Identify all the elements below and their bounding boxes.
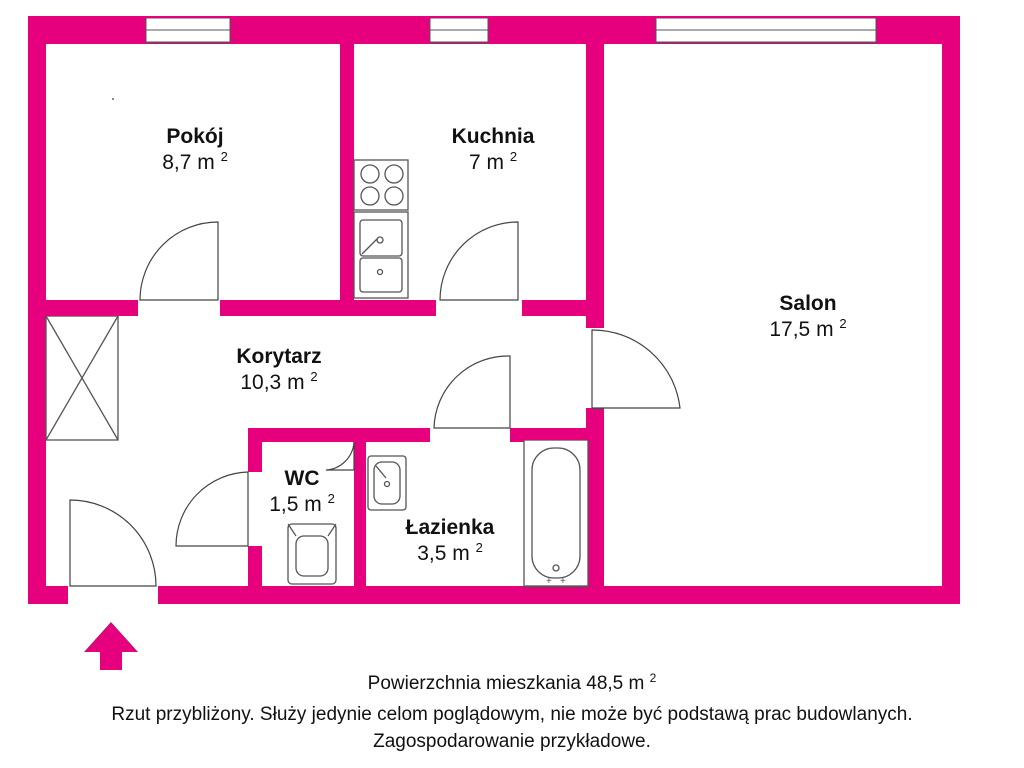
room-area: 8,7 m 2 <box>162 148 228 174</box>
room-label-salon: Salon 17,5 m 2 <box>738 291 878 342</box>
room-name: Kuchnia <box>451 125 535 148</box>
room-name: Pokój <box>166 125 224 148</box>
total-area-text: Powierzchnia mieszkania 48,5 m <box>367 673 645 694</box>
doors <box>69 221 681 587</box>
svg-text:+: + <box>560 576 566 587</box>
stove-icon <box>353 159 409 211</box>
total-area-exp: 2 <box>649 671 657 685</box>
svg-text:+: + <box>546 576 552 587</box>
windows <box>145 17 877 43</box>
room-label-lazienka: Łazienka 3,5 m 2 <box>384 515 516 566</box>
floor-plan-drawing: + + <box>28 16 960 604</box>
entrance-arrow-icon <box>84 622 138 670</box>
toilet-icon <box>287 523 337 585</box>
room-area: 10,3 m 2 <box>240 368 318 394</box>
floor-plan: + + <box>28 16 960 604</box>
room-name: Korytarz <box>236 345 322 368</box>
room-area: 7 m 2 <box>468 148 518 174</box>
room-label-korytarz: Korytarz 10,3 m 2 <box>206 344 352 395</box>
disclaimer-text: Rzut przybliżony. Służy jedynie celom po… <box>111 704 913 725</box>
room-label-kuchnia: Kuchnia 7 m 2 <box>420 124 566 175</box>
marker-dot <box>112 98 114 100</box>
room-label-pokoj: Pokój 8,7 m 2 <box>130 124 260 175</box>
note-text: Zagospodarowanie przykładowe. <box>373 731 651 752</box>
room-name: Łazienka <box>405 516 495 539</box>
room-name: WC <box>284 467 320 490</box>
bathtub-icon: + + <box>523 439 589 587</box>
room-area: 1,5 m 2 <box>269 490 335 516</box>
room-label-wc: WC 1,5 m 2 <box>252 466 352 517</box>
room-area: 17,5 m 2 <box>769 315 847 341</box>
room-area: 3,5 m 2 <box>417 539 483 565</box>
room-name: Salon <box>779 292 837 315</box>
wardrobe <box>45 315 119 441</box>
kitchen-sink-icon <box>353 211 409 299</box>
total-area-line: Powierzchnia mieszkania 48,5 m 2 <box>0 671 1024 695</box>
washbasin-icon <box>367 455 407 511</box>
